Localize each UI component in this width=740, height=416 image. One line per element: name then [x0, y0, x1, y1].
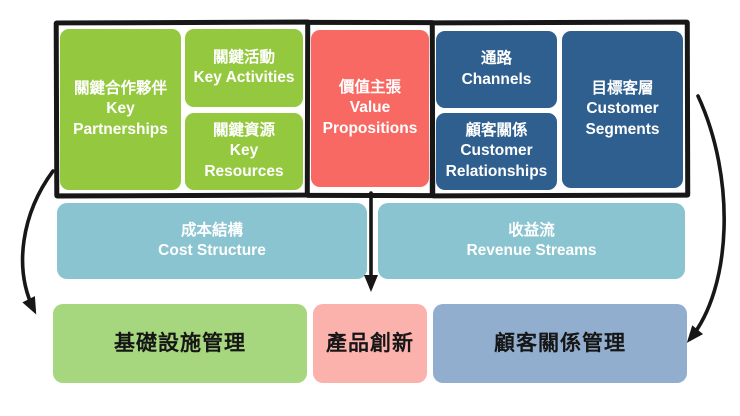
channels-box: 通路 Channels [436, 31, 557, 108]
customer-relationship-management-label: 顧客關係管理 [494, 331, 626, 355]
key-resources-label-en: Key Resources [204, 142, 284, 180]
product-innovation-label: 產品創新 [326, 331, 414, 355]
key-activities-box: 關鍵活動 Key Activities [185, 29, 303, 107]
revenue-streams-label-zh: 收益流 [508, 221, 555, 239]
customer-relationship-management-box: 顧客關係管理 [433, 304, 687, 383]
key-partnerships-label-zh: 關鍵合作夥伴 [73, 79, 167, 97]
infrastructure-management-label: 基礎設施管理 [114, 331, 246, 355]
customer-relationships-label-zh: 顧客關係 [465, 121, 528, 139]
customer-segments-label-zh: 目標客層 [591, 79, 654, 97]
revenue-streams-box: 收益流 Revenue Streams [378, 203, 685, 279]
product-innovation-box: 產品創新 [313, 304, 427, 383]
infrastructure-management-box: 基礎設施管理 [53, 304, 307, 383]
value-propositions-label-zh: 價值主張 [338, 78, 401, 96]
key-resources-label-zh: 關鍵資源 [212, 121, 275, 139]
key-activities-label-zh: 關鍵活動 [212, 48, 275, 66]
key-resources-box: 關鍵資源 Key Resources [185, 113, 303, 190]
customer-segments-label-en: Customer Segments [585, 100, 660, 138]
arrow-left-curve [20, 169, 55, 315]
channels-label-en: Channels [461, 70, 532, 88]
cost-structure-label-zh: 成本結構 [180, 221, 243, 239]
customer-relationships-box: 顧客關係 Customer Relationships [436, 113, 557, 190]
key-partnerships-label-en: Key Partnerships [73, 100, 168, 138]
cost-structure-box: 成本結構 Cost Structure [57, 203, 367, 279]
customer-relationships-label-en: Customer Relationships [445, 142, 548, 180]
key-partnerships-box: 關鍵合作夥伴 Key Partnerships [60, 29, 181, 190]
value-propositions-label-en: Value Propositions [322, 99, 418, 137]
key-activities-label-en: Key Activities [193, 69, 295, 86]
customer-segments-box: 目標客層 Customer Segments [562, 31, 683, 188]
value-propositions-box: 價值主張 Value Propositions [311, 30, 429, 187]
cost-structure-label-en: Cost Structure [158, 242, 266, 259]
channels-label-zh: 通路 [480, 50, 512, 68]
revenue-streams-label-en: Revenue Streams [466, 242, 597, 259]
arrow-right-curve [686, 94, 726, 343]
